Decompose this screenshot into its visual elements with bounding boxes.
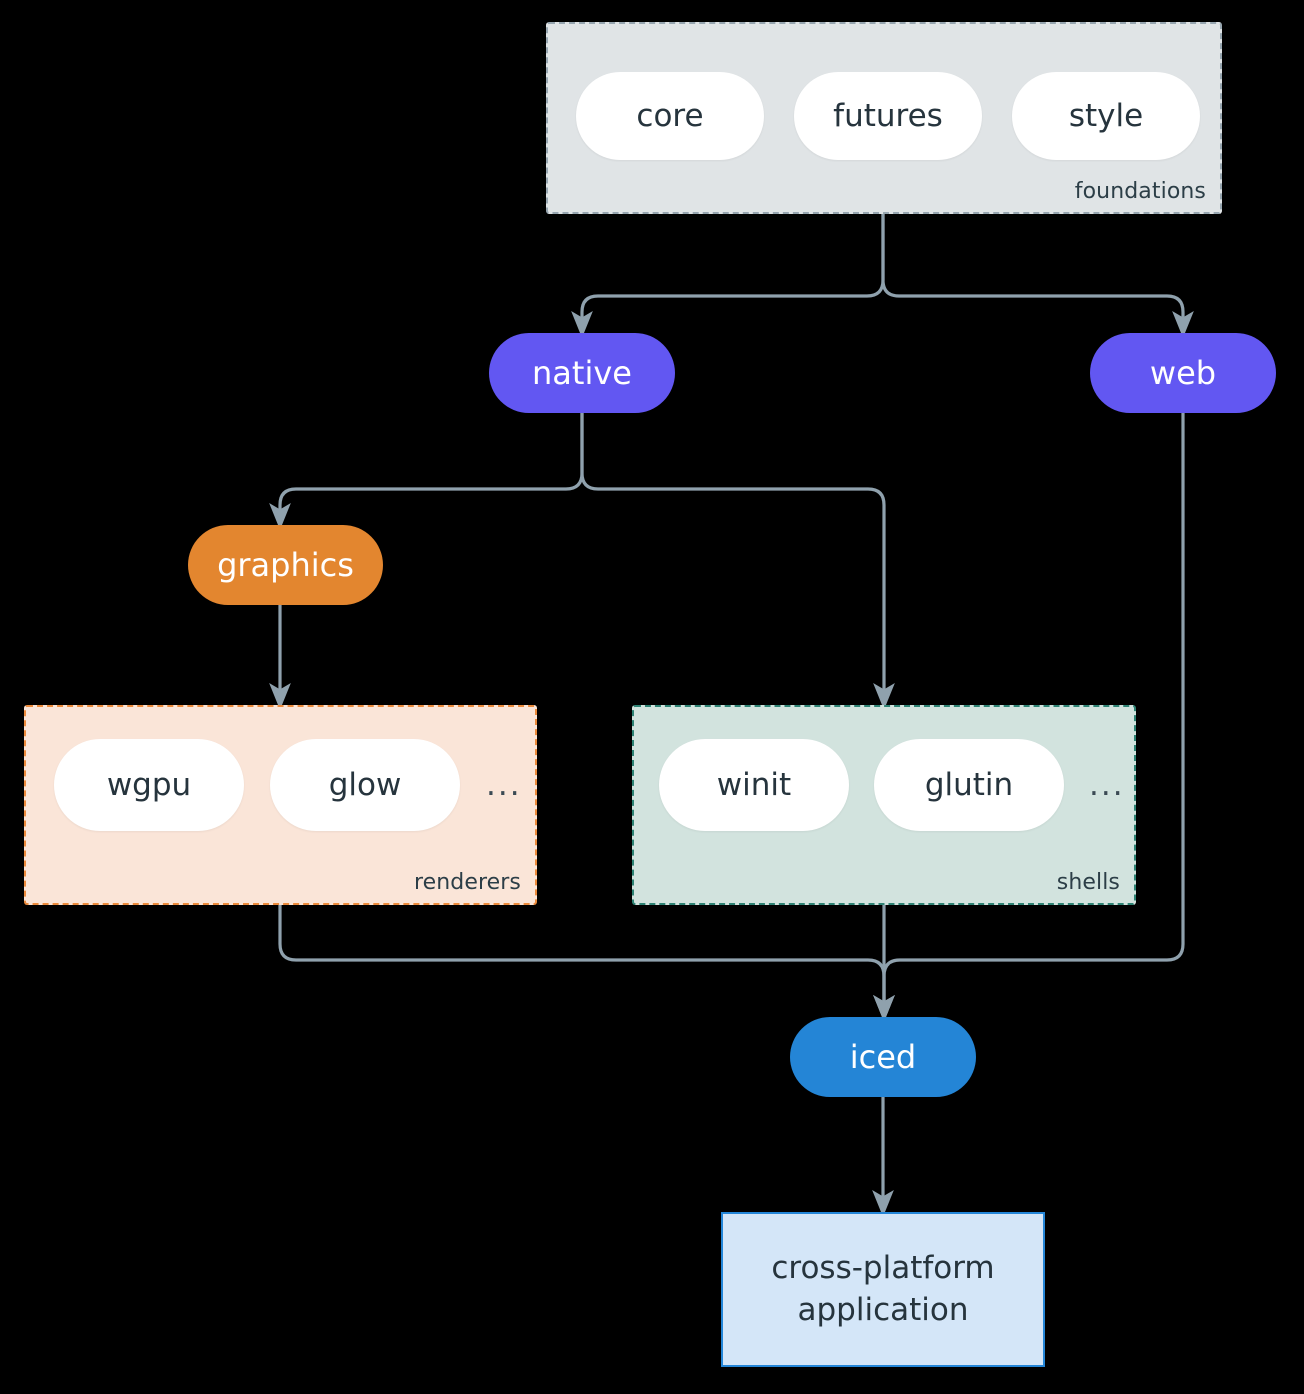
pill-core[interactable]: core <box>576 72 764 160</box>
group-foundations: core futures style foundations <box>546 22 1222 214</box>
pill-wgpu[interactable]: wgpu <box>54 739 244 831</box>
renderers-more-ellipsis: ... <box>486 766 522 803</box>
edge-foundations-native <box>571 214 885 338</box>
pill-glutin[interactable]: glutin <box>874 739 1064 831</box>
renderers-items: wgpu glow ... <box>54 739 522 831</box>
shells-more-ellipsis: ... <box>1089 766 1125 803</box>
edge-native-graphics <box>269 413 584 530</box>
pill-style[interactable]: style <box>1012 72 1200 160</box>
node-cross-platform-application[interactable]: cross-platform application <box>721 1212 1045 1367</box>
foundations-items: core futures style <box>576 72 1200 160</box>
application-line-2: application <box>797 1291 969 1328</box>
pill-glow[interactable]: glow <box>270 739 460 831</box>
node-iced[interactable]: iced <box>790 1017 976 1097</box>
group-label-shells: shells <box>1056 870 1120 895</box>
node-web[interactable]: web <box>1090 333 1276 413</box>
application-line-1: cross-platform <box>771 1249 995 1286</box>
group-label-renderers: renderers <box>413 870 521 895</box>
pill-winit[interactable]: winit <box>659 739 849 831</box>
node-graphics[interactable]: graphics <box>188 525 383 605</box>
group-shells: winit glutin ... shells <box>632 705 1136 905</box>
pill-futures[interactable]: futures <box>794 72 982 160</box>
edge-foundations-web <box>881 214 1194 338</box>
group-renderers: wgpu glow ... renderers <box>24 705 537 905</box>
edge-renderers-iced <box>278 905 895 1022</box>
shells-items: winit glutin ... <box>659 739 1125 831</box>
edge-native-shells <box>580 413 895 710</box>
node-native[interactable]: native <box>489 333 675 413</box>
group-label-foundations: foundations <box>1074 179 1206 204</box>
